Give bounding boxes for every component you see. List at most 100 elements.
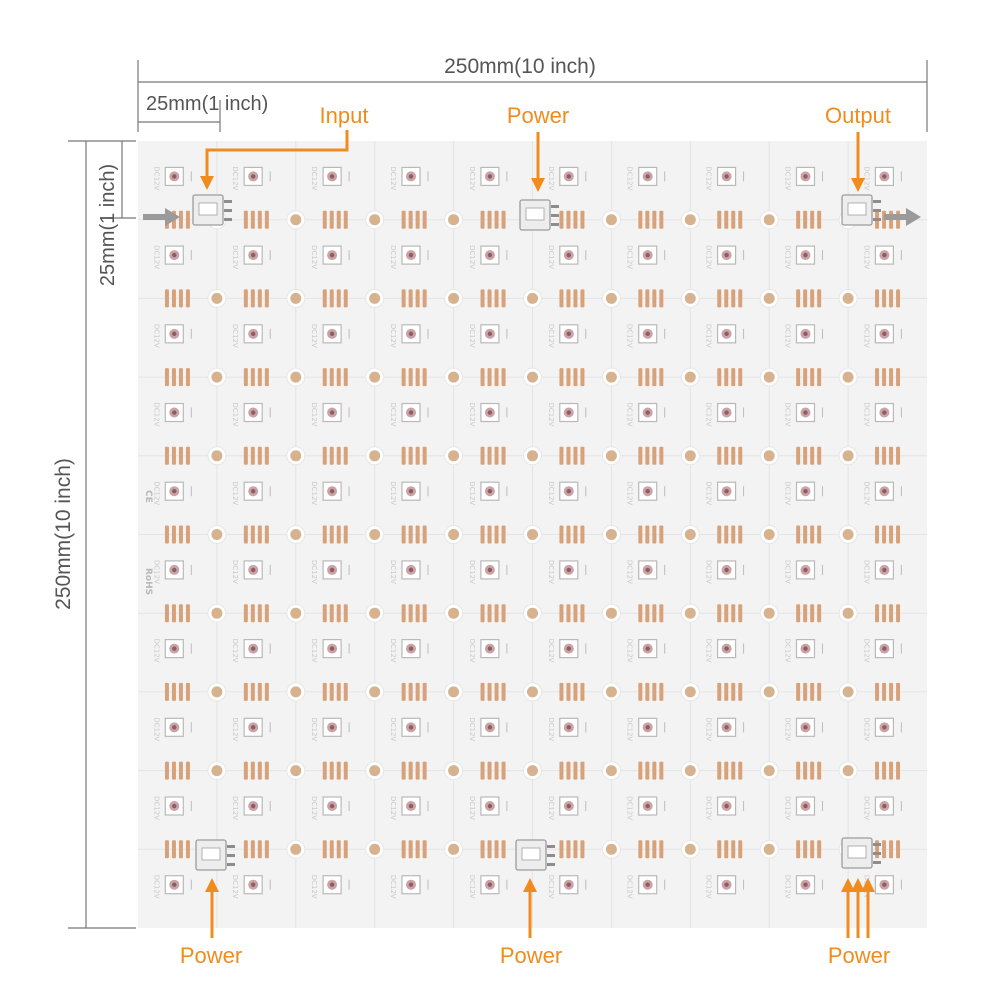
solder-pad	[422, 210, 427, 229]
solder-pad	[487, 840, 492, 859]
led-chip-die	[645, 252, 650, 258]
solder-pad	[731, 604, 736, 623]
led-label: DC12V	[626, 560, 634, 584]
solder-pad	[401, 682, 406, 701]
solder-pad	[652, 525, 657, 544]
solder-pad-group	[796, 604, 822, 623]
led-chip-icon	[874, 402, 902, 423]
solder-pad-group	[164, 525, 190, 544]
solder-pad	[738, 446, 743, 465]
solder-pad	[889, 368, 894, 387]
led-chip-icon	[480, 481, 508, 501]
solder-pad-group	[796, 210, 822, 229]
led-label: DC12V	[468, 560, 476, 584]
solder-pad	[185, 604, 190, 623]
solder-pad	[796, 210, 801, 229]
solder-pad	[896, 682, 901, 701]
led-chip-icon	[559, 639, 587, 659]
connector-pin	[227, 845, 235, 848]
led-chip-icon	[480, 560, 508, 580]
solder-pad	[566, 761, 571, 780]
led-chip-icon	[638, 875, 666, 895]
solder-pad-group	[875, 368, 901, 387]
led-chip-icon	[559, 875, 587, 895]
led-chip-icon	[164, 324, 192, 344]
mount-hole	[763, 843, 775, 855]
solder-pad	[243, 210, 248, 229]
led-label: DC12V	[152, 245, 160, 269]
solder-pad	[573, 525, 578, 544]
solder-pad-group	[480, 840, 506, 859]
solder-pad-group	[717, 368, 743, 387]
connector-pin	[551, 205, 559, 208]
solder-pad	[573, 840, 578, 859]
led-label: DC12V	[547, 796, 555, 820]
solder-pad	[422, 368, 427, 387]
solder-pad	[494, 525, 499, 544]
solder-pad	[896, 604, 901, 623]
led-chip-die	[408, 331, 414, 337]
solder-pad	[243, 682, 248, 701]
solder-pad	[264, 761, 269, 780]
solder-pad	[264, 368, 269, 387]
solder-pad	[250, 761, 255, 780]
callout-arrowheads	[200, 176, 875, 892]
solder-pad	[494, 604, 499, 623]
mount-hole	[290, 843, 302, 855]
solder-pad	[408, 604, 413, 623]
board-grid: DC12V DC12V DC12V DC12V DC12V DC12V DC12V DC12V…	[138, 141, 927, 928]
connector-pin	[873, 209, 881, 212]
led-chip-die	[645, 646, 650, 651]
connector-pin	[227, 854, 235, 857]
mount-hole	[448, 292, 460, 304]
solder-pad	[810, 210, 815, 229]
solder-pad	[408, 210, 413, 229]
solder-pad-group	[243, 210, 269, 229]
solder-pad	[882, 446, 887, 465]
solder-pad	[566, 289, 571, 308]
led-label: DC12V	[231, 166, 239, 190]
solder-pad	[250, 289, 255, 308]
solder-pad-group	[559, 682, 585, 701]
led-chip-icon	[322, 402, 350, 423]
led-chip-die	[803, 803, 808, 809]
led-label: DC12V	[310, 166, 318, 190]
led-label: DC12V	[310, 796, 318, 820]
solder-pad	[566, 525, 571, 544]
led-chip-die	[724, 725, 729, 730]
led-chip-die	[172, 803, 177, 809]
solder-pad	[652, 289, 657, 308]
connector-pin	[547, 854, 555, 857]
solder-pad-group	[480, 289, 506, 308]
solder-pad	[724, 210, 729, 229]
solder-pad	[171, 368, 176, 387]
led-chip-die	[566, 331, 571, 337]
connector-pin	[873, 861, 881, 864]
connector-socket	[525, 207, 545, 221]
solder-pad-group	[717, 682, 743, 701]
rohs-mark: RoHS	[143, 568, 153, 595]
mount-hole	[211, 607, 223, 619]
connector-icon	[519, 199, 559, 231]
solder-pad	[724, 289, 729, 308]
led-chip-die	[803, 567, 808, 573]
led-label: DC12V	[862, 245, 870, 269]
led-chip-die	[250, 489, 256, 494]
solder-pad	[796, 446, 801, 465]
solder-pad	[257, 604, 262, 623]
solder-pad	[559, 289, 564, 308]
solder-pad-group	[717, 525, 743, 544]
solder-pad	[264, 446, 269, 465]
solder-pad	[810, 682, 815, 701]
mount-hole	[211, 292, 223, 304]
solder-pad-group	[243, 682, 269, 701]
led-chip-die	[408, 567, 414, 573]
solder-pad	[329, 682, 334, 701]
led-chip-die	[487, 882, 493, 887]
solder-pad	[738, 289, 743, 308]
solder-pad	[178, 446, 183, 465]
led-chip-icon	[164, 639, 192, 659]
solder-pad	[580, 682, 585, 701]
solder-pad	[257, 840, 262, 859]
led-label: DC12V	[705, 324, 713, 348]
